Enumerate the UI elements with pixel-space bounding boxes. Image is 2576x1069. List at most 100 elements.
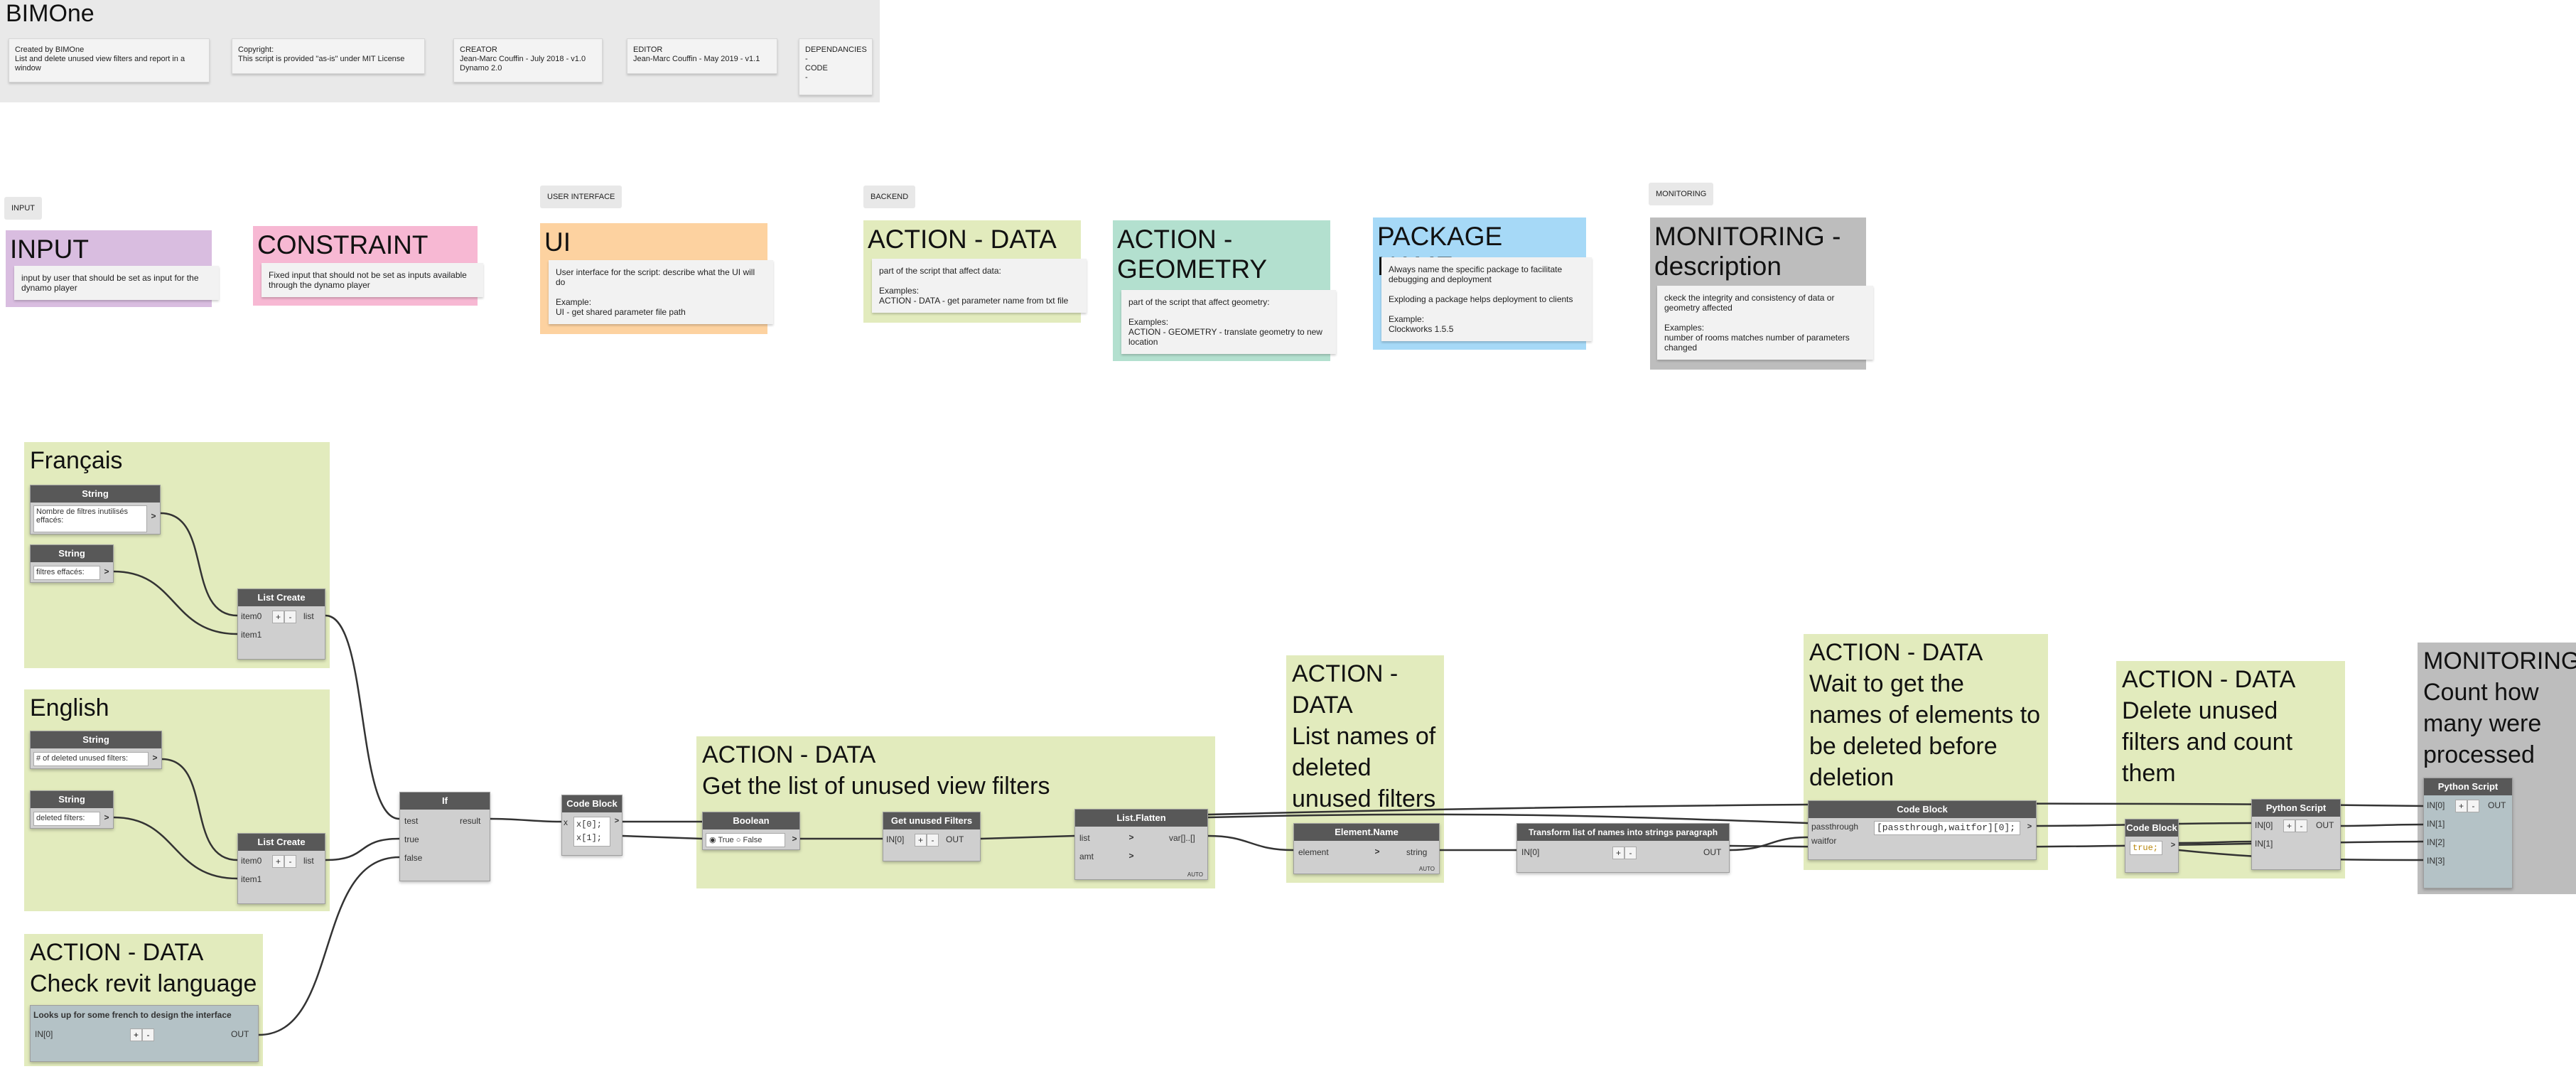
node-python-script-1[interactable]: Python Script IN[0] +- OUT IN[1] bbox=[2251, 799, 2341, 870]
string-input-fr2[interactable]: filtres effacés: bbox=[33, 566, 100, 580]
legend-ui-note: User interface for the script: describe … bbox=[549, 260, 773, 324]
port-item0[interactable]: item0 bbox=[241, 611, 262, 621]
output-arrow-icon[interactable]: > bbox=[104, 812, 109, 822]
code-editor[interactable]: true; bbox=[2130, 841, 2162, 855]
boolean-toggle[interactable]: ◉ True ○ False bbox=[706, 833, 785, 847]
port-in1[interactable]: IN[1] bbox=[2427, 819, 2445, 829]
port-in0[interactable]: IN[0] bbox=[35, 1029, 53, 1039]
output-arrow-icon[interactable]: > bbox=[151, 511, 156, 521]
group-francais-title: Français bbox=[30, 447, 123, 474]
tag-backend: BACKEND bbox=[863, 186, 916, 208]
radio-false-icon[interactable]: ○ bbox=[735, 836, 741, 844]
wire-en2-list bbox=[113, 816, 238, 880]
port-in3[interactable]: IN[3] bbox=[2427, 856, 2445, 866]
add-input-button[interactable]: + bbox=[1612, 847, 1624, 859]
code-editor[interactable]: x[0]; x[1]; bbox=[573, 817, 610, 847]
wire-frlist-if bbox=[325, 614, 400, 820]
port-in2[interactable]: IN[2] bbox=[2427, 837, 2445, 847]
node-python-lookup[interactable]: Looks up for some french to design the i… bbox=[30, 1005, 259, 1062]
lacing-label: AUTO bbox=[1418, 866, 1435, 872]
output-arrow-icon[interactable]: > bbox=[792, 834, 797, 844]
legend-action-data-note: part of the script that affect data: Exa… bbox=[872, 259, 1087, 313]
string-input-en1[interactable]: # of deleted unused filters: bbox=[33, 752, 149, 766]
node-python-script-2[interactable]: Python Script IN[0] +- OUT IN[1] IN[2] I… bbox=[2423, 778, 2513, 888]
port-item0[interactable]: item0 bbox=[241, 856, 262, 866]
add-input-button[interactable]: + bbox=[2283, 820, 2295, 832]
output-arrow-icon[interactable]: > bbox=[2027, 822, 2032, 831]
add-input-button[interactable]: + bbox=[272, 855, 284, 868]
output-arrow-icon[interactable]: > bbox=[104, 566, 109, 576]
remove-input-button[interactable]: - bbox=[1624, 847, 1637, 859]
node-title: List.Flatten bbox=[1075, 810, 1207, 827]
port-list[interactable]: list bbox=[303, 856, 314, 866]
group-get-unused-filters-title: ACTION - DATA Get the list of unused vie… bbox=[702, 741, 1050, 800]
remove-input-button[interactable]: - bbox=[284, 611, 296, 623]
port-string[interactable]: string bbox=[1406, 847, 1428, 857]
port-out[interactable]: OUT bbox=[1703, 847, 1722, 857]
output-arrow-icon[interactable]: > bbox=[152, 753, 158, 763]
port-passthrough[interactable]: passthrough bbox=[1811, 822, 1859, 832]
port-true[interactable]: true bbox=[404, 834, 419, 844]
port-in1[interactable]: IN[1] bbox=[2255, 839, 2273, 849]
header-title: BIMOne bbox=[6, 0, 95, 27]
remove-input-button[interactable]: - bbox=[2467, 800, 2479, 812]
port-in0[interactable]: IN[0] bbox=[2255, 820, 2273, 830]
port-item1[interactable]: item1 bbox=[241, 630, 262, 640]
node-code-block-3[interactable]: Code Block true; > bbox=[2125, 819, 2179, 873]
node-code-block-1[interactable]: Code Block x x[0]; x[1]; > bbox=[561, 795, 623, 856]
port-out[interactable]: OUT bbox=[231, 1029, 249, 1039]
header-card-editor: EDITOR Jean-Marc Couffin - May 2019 - v1… bbox=[627, 38, 777, 74]
node-list-flatten[interactable]: List.Flatten list > var[]..[] amt > AUTO bbox=[1074, 809, 1208, 880]
node-string-fr2[interactable]: String filtres effacés: > bbox=[30, 544, 114, 583]
port-out[interactable]: OUT bbox=[2316, 820, 2334, 830]
node-element-name[interactable]: Element.Name element > string AUTO bbox=[1293, 823, 1440, 874]
legend-input: INPUT input by user that should be set a… bbox=[6, 230, 219, 307]
node-title: Boolean bbox=[703, 812, 799, 829]
port-result[interactable]: result bbox=[460, 816, 481, 826]
add-input-button[interactable]: + bbox=[2455, 800, 2467, 812]
port-out[interactable]: OUT bbox=[2488, 800, 2506, 810]
output-arrow-icon[interactable]: > bbox=[2170, 841, 2176, 849]
port-waitfor[interactable]: waitfor bbox=[1811, 836, 1837, 846]
port-in0[interactable]: IN[0] bbox=[886, 834, 905, 844]
remove-input-button[interactable]: - bbox=[2295, 820, 2307, 832]
group-wait-title: ACTION - DATA Wait to get the names of e… bbox=[1809, 639, 2041, 791]
tag-monitoring: MONITORING bbox=[1649, 183, 1714, 205]
port-in0[interactable]: IN[0] bbox=[1521, 847, 1540, 857]
port-var[interactable]: var[]..[] bbox=[1169, 833, 1195, 843]
node-list-create-en[interactable]: List Create item0 +- list item1 bbox=[237, 833, 325, 904]
remove-input-button[interactable]: - bbox=[142, 1028, 154, 1041]
port-out[interactable]: OUT bbox=[946, 834, 964, 844]
port-false[interactable]: false bbox=[404, 853, 423, 863]
node-list-create-fr[interactable]: List Create item0 +- list item1 bbox=[237, 589, 325, 660]
add-input-button[interactable]: + bbox=[272, 611, 284, 623]
output-arrow-icon[interactable]: > bbox=[614, 817, 620, 825]
port-test[interactable]: test bbox=[404, 816, 419, 826]
string-input-fr1[interactable]: Nombre de filtres inutilisés effacés: bbox=[33, 505, 147, 532]
port-x[interactable]: x bbox=[564, 817, 568, 827]
node-if[interactable]: If test result true false bbox=[399, 792, 490, 881]
port-list[interactable]: list bbox=[1079, 833, 1090, 843]
add-input-button[interactable]: + bbox=[915, 834, 927, 847]
node-boolean[interactable]: Boolean ◉ True ○ False > bbox=[702, 812, 800, 850]
radio-true-icon[interactable]: ◉ bbox=[709, 836, 716, 844]
legend-monitoring: MONITORING - description ckeck the integ… bbox=[1650, 217, 1873, 370]
legend-action-data: ACTION - DATA part of the script that af… bbox=[863, 220, 1087, 323]
port-element[interactable]: element bbox=[1298, 847, 1329, 857]
node-transform-names[interactable]: Transform list of names into strings par… bbox=[1516, 823, 1730, 873]
port-item1[interactable]: item1 bbox=[241, 874, 262, 884]
port-amt[interactable]: amt bbox=[1079, 852, 1094, 861]
add-input-button[interactable]: + bbox=[130, 1028, 142, 1041]
remove-input-button[interactable]: - bbox=[927, 834, 939, 847]
remove-input-button[interactable]: - bbox=[284, 855, 296, 868]
node-code-block-2[interactable]: Code Block passthrough waitfor [passthro… bbox=[1808, 800, 2037, 860]
port-list[interactable]: list bbox=[303, 611, 314, 621]
string-input-en2[interactable]: deleted filters: bbox=[33, 812, 100, 826]
node-get-unused-filters[interactable]: Get unused Filters IN[0] +- OUT bbox=[883, 812, 981, 861]
node-string-en2[interactable]: String deleted filters: > bbox=[30, 790, 114, 829]
code-editor[interactable]: [passthrough,waitfor][0]; bbox=[1874, 821, 2020, 835]
node-string-fr1[interactable]: String Nombre de filtres inutilisés effa… bbox=[30, 485, 161, 534]
legend-package-name-note: Always name the specific package to faci… bbox=[1381, 257, 1592, 341]
port-in0[interactable]: IN[0] bbox=[2427, 800, 2445, 810]
node-string-en1[interactable]: String # of deleted unused filters: > bbox=[30, 731, 162, 769]
